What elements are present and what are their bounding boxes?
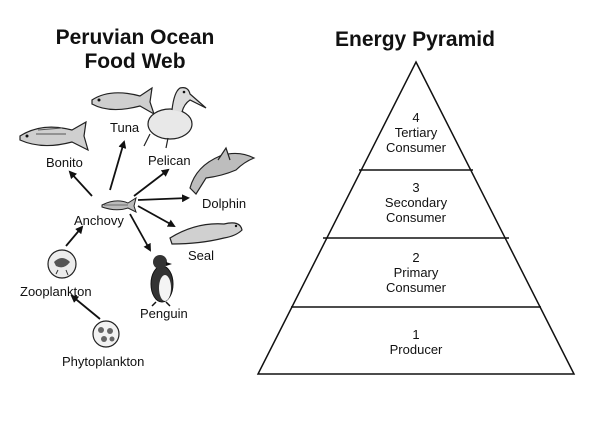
arrow-anchovy-to-bonito	[68, 170, 93, 197]
level-line2: Consumer	[386, 140, 446, 155]
pyramid-title: Energy Pyramid	[335, 28, 495, 51]
arrow-anchovy-to-pelican	[133, 168, 170, 197]
phytoplankton-icon	[92, 320, 120, 348]
level-number: 3	[412, 180, 420, 195]
arrow-zoo-to-anchovy	[65, 225, 84, 247]
arrow-anchovy-to-seal	[137, 205, 176, 227]
level-number: 4	[412, 110, 420, 125]
food-web-title: Peruvian Ocean Food Web	[20, 26, 250, 74]
bonito-icon	[19, 120, 89, 152]
label-phytoplankton: Phytoplankton	[62, 354, 145, 369]
pyramid-level-4: 4 Tertiary Consumer	[316, 110, 516, 155]
penguin-icon	[150, 255, 174, 307]
dolphin-icon	[189, 146, 256, 195]
level-number: 2	[412, 250, 420, 265]
label-seal: Seal	[188, 248, 215, 263]
arrow-anchovy-to-penguin	[129, 213, 151, 252]
level-line2: Consumer	[386, 210, 446, 225]
label-pelican: Pelican	[148, 153, 191, 168]
seal-icon	[169, 222, 243, 245]
label-bonito: Bonito	[46, 155, 83, 170]
arrow-phyto-to-zoo	[70, 294, 101, 320]
food-web-title-line2: Food Web	[84, 50, 186, 73]
level-line1: Producer	[389, 342, 443, 357]
pyramid-level-3: 3 Secondary Consumer	[316, 180, 516, 225]
label-dolphin: Dolphin	[202, 196, 247, 211]
level-number: 1	[412, 327, 420, 342]
pyramid-outline	[256, 60, 576, 375]
label-penguin: Penguin	[140, 306, 188, 321]
level-line1: Tertiary	[394, 125, 438, 140]
food-web-arrows	[65, 140, 190, 320]
anchovy-icon	[101, 196, 137, 213]
level-line1: Primary	[393, 265, 439, 280]
arrow-anchovy-to-tuna	[109, 140, 127, 191]
arrow-anchovy-to-dolphin	[137, 194, 190, 203]
label-anchovy: Anchovy	[74, 213, 124, 228]
label-zooplankton: Zooplankton	[20, 284, 92, 299]
label-tuna: Tuna	[110, 120, 140, 135]
level-line2: Consumer	[386, 280, 446, 295]
level-line1: Secondary	[384, 195, 448, 210]
tuna-icon	[91, 86, 156, 116]
energy-pyramid	[256, 60, 576, 375]
zooplankton-icon	[47, 249, 77, 279]
pelican-icon	[143, 87, 207, 149]
pyramid-level-1: 1 Producer	[316, 327, 516, 357]
pyramid-level-2: 2 Primary Consumer	[316, 250, 516, 295]
food-web-title-line1: Peruvian Ocean	[55, 26, 215, 49]
